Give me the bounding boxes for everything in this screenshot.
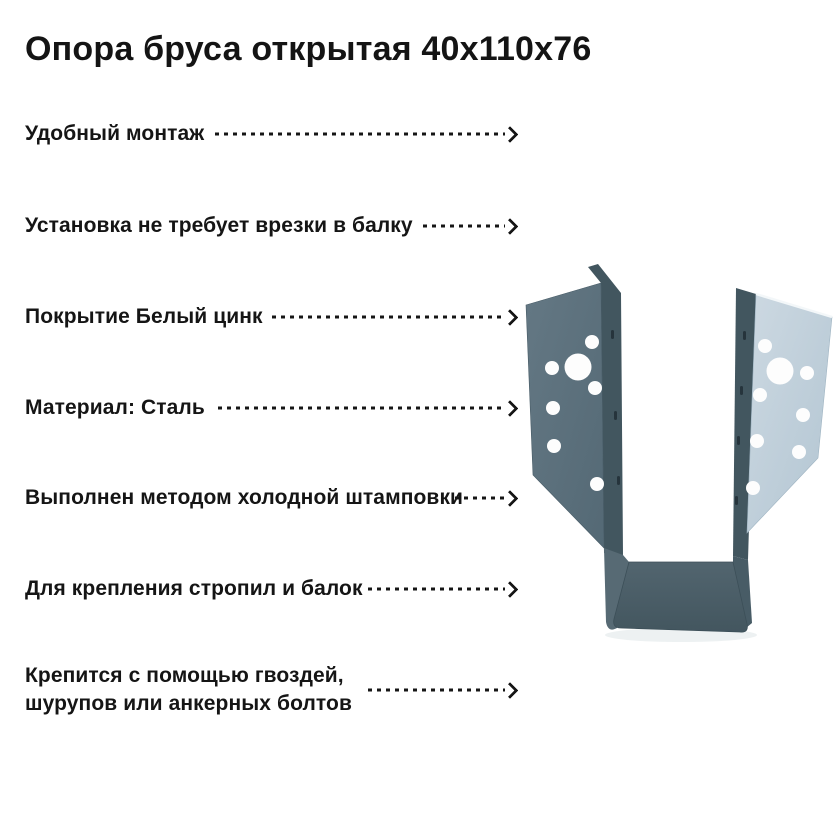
arrow-head-icon [501, 125, 519, 143]
right-flange-edge [733, 288, 756, 560]
dotted-arrow [272, 308, 519, 326]
dotted-arrow [423, 217, 519, 235]
arrow-head-icon [501, 217, 519, 235]
feature-row: Установка не требует врезки в балку [0, 209, 840, 243]
feature-label: Крепится с помощью гвоздей, шурупов или … [25, 664, 352, 715]
joist-hanger-photo [525, 264, 833, 642]
dotted-arrow [368, 681, 519, 699]
dotted-arrow [215, 125, 519, 143]
feature-label: Установка не требует врезки в балку [25, 214, 413, 237]
feature-label: Выполнен методом холодной штамповки [25, 486, 464, 509]
feature-label: Удобный монтаж [25, 122, 205, 145]
feature-label: Для крепления стропил и балок [25, 577, 363, 600]
left-flange [525, 282, 605, 549]
feature-row: Для крепления стропил и балок [0, 572, 840, 606]
seat-front [613, 561, 748, 633]
edge-slots-left [611, 330, 620, 485]
feature-row: Удобный монтаж [0, 117, 840, 151]
dotted-arrow [455, 489, 519, 507]
dotted-arrow [368, 580, 519, 598]
feature-label: Покрытие Белый цинк [25, 305, 263, 328]
left-flange-edge [588, 264, 623, 555]
dotted-arrow [218, 399, 519, 417]
seat-left-wall [604, 548, 629, 630]
feature-row: Материал: Сталь [0, 391, 840, 425]
arrow-head-icon [501, 681, 519, 699]
edge-slots-right [735, 331, 746, 505]
right-flange [746, 293, 833, 534]
nail-holes-left [545, 335, 604, 491]
nail-holes-right [746, 339, 814, 495]
feature-row: Выполнен методом холодной штамповки [0, 481, 840, 515]
feature-row: Покрытие Белый цинк [0, 300, 840, 334]
feature-label: Материал: Сталь [25, 396, 205, 419]
feature-row: Крепится с помощью гвоздей, шурупов или … [0, 658, 840, 722]
page-title: Опора бруса открытая 40х110х76 [25, 30, 592, 68]
right-flange-highlight [755, 292, 833, 319]
seat-right-wall [733, 556, 752, 628]
